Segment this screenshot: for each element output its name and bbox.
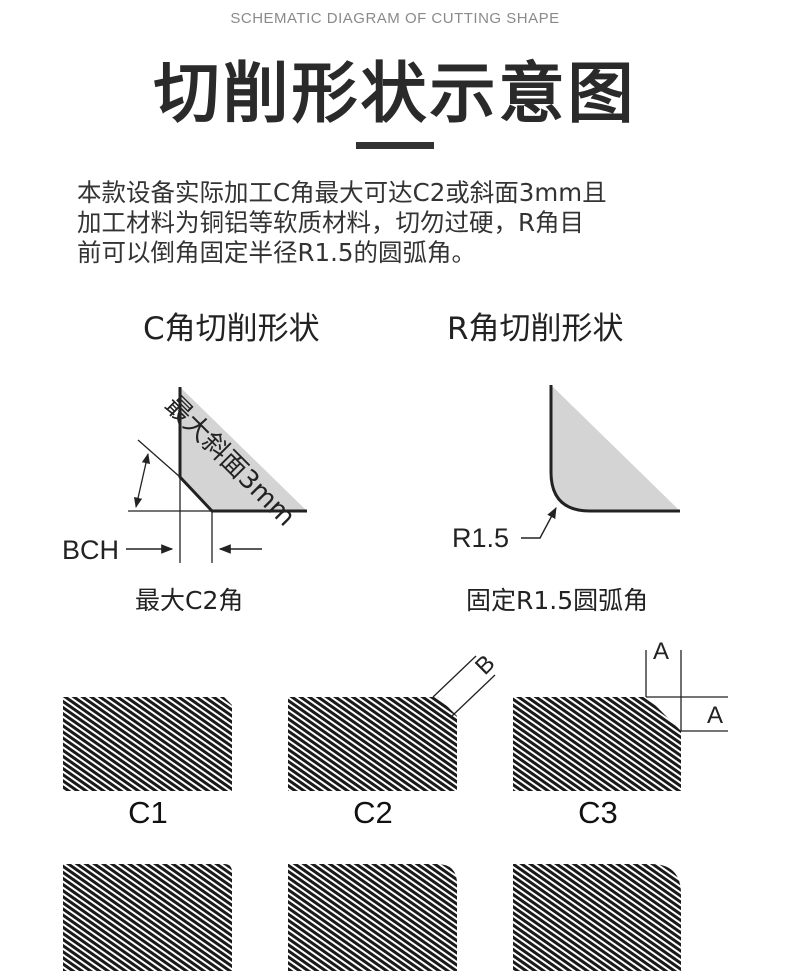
description-line-2: 加工材料为铜铝等软质材料，切勿过硬，R角目 (77, 208, 585, 237)
shape-c3 (513, 650, 728, 791)
shape-c1-label: C1 (128, 795, 168, 830)
shape-c1-block (63, 697, 232, 791)
r-corner-caption: 固定R1.5圆弧角 (466, 586, 649, 615)
shape-r2-block (288, 864, 457, 971)
title-underline (356, 142, 434, 149)
r-corner-title: R角切削形状 (447, 311, 624, 347)
r-corner-outline (549, 385, 680, 513)
shape-c2-block (288, 697, 457, 791)
page-title: 切削形状示意图 (153, 55, 637, 132)
description: 本款设备实际加工C角最大可达C2或斜面3mm且 加工材料为铜铝等软质材料，切勿过… (77, 178, 727, 268)
shape-r3-block (513, 864, 681, 971)
c-corner-outline (178, 387, 307, 513)
shape-c3-block (513, 697, 681, 791)
shape-r1-block (63, 864, 232, 971)
r-corner-diagram (521, 385, 680, 539)
description-line-3: 前可以倒角固定半径R1.5的圆弧角。 (77, 238, 476, 267)
shape-c3-label: C3 (578, 795, 618, 830)
r-corner-workpiece (551, 385, 680, 511)
shape-c2-label: C2 (353, 795, 393, 830)
c-corner-diagram (126, 387, 307, 563)
radius-label: R1.5 (452, 523, 510, 553)
eyebrow-subtitle: SCHEMATIC DIAGRAM OF CUTTING SHAPE (230, 10, 560, 27)
description-line-1: 本款设备实际加工C角最大可达C2或斜面3mm且 (77, 178, 607, 207)
bch-label: BCH (62, 535, 120, 565)
shape-c2 (288, 655, 496, 791)
dimension-a-top-label: A (653, 638, 670, 665)
c-corner-title: C角切削形状 (143, 311, 320, 347)
dimension-a-right-label: A (707, 702, 724, 729)
c-corner-caption: 最大C2角 (135, 586, 244, 615)
c-corner-workpiece (180, 387, 307, 511)
